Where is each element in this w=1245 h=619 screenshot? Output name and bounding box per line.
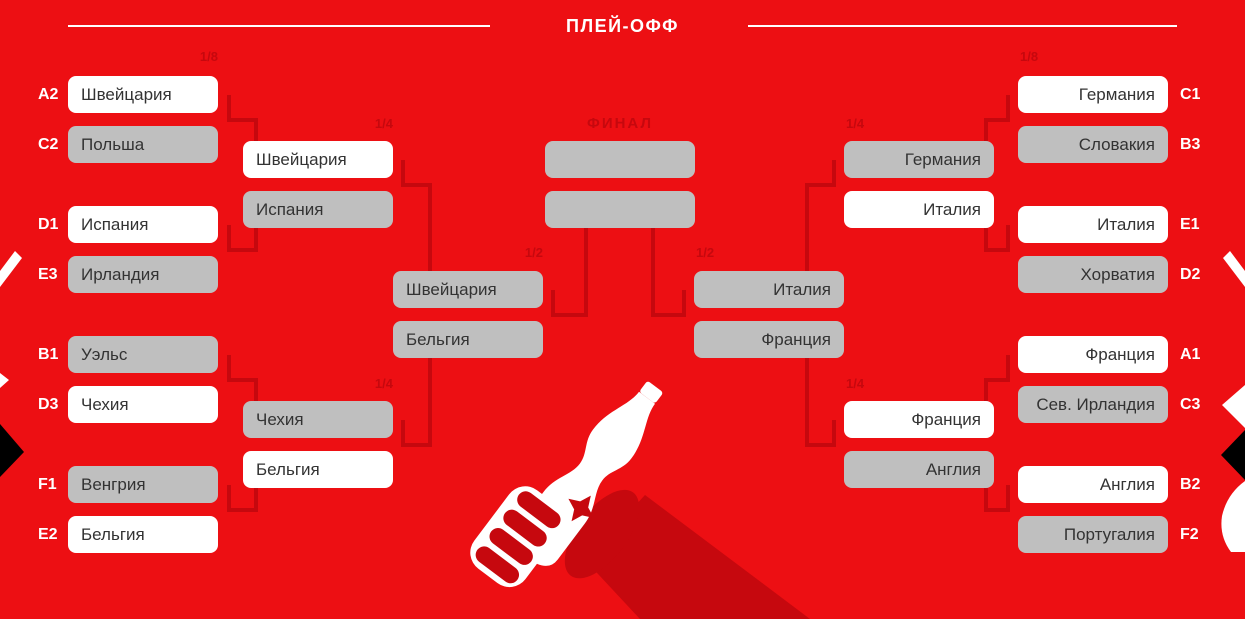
final-slot[interactable]: [545, 191, 695, 228]
arm-shadow: [585, 495, 810, 619]
fist-holding-cola-bottle-icon: [470, 381, 810, 619]
team-slot[interactable]: Бельгия: [393, 321, 543, 358]
team-slot[interactable]: Швейцария: [68, 76, 218, 113]
page-title: ПЛЕЙ-ОФФ: [566, 16, 679, 36]
seed-label: A2: [38, 86, 59, 103]
seed-label: E1: [1180, 216, 1200, 233]
seed-label: D3: [38, 396, 59, 413]
team-slot[interactable]: Испания: [68, 206, 218, 243]
team-slot[interactable]: Хорватия: [1018, 256, 1168, 293]
finger: [489, 528, 533, 565]
team-slot[interactable]: Англия: [1018, 466, 1168, 503]
bottle-swirl: [568, 495, 594, 522]
team-slot[interactable]: Швейцария: [393, 271, 543, 308]
black-wedge-icon: [1221, 430, 1245, 480]
seed-label: B3: [1180, 136, 1201, 153]
title-rule-right: [748, 25, 1177, 27]
black-wedge-icon: [0, 424, 24, 477]
seed-label: D1: [38, 216, 59, 233]
finger: [475, 546, 520, 584]
round-label-sf-left: 1/2: [524, 245, 543, 260]
seed-label: F2: [1180, 526, 1199, 543]
seed-label: A1: [1180, 346, 1201, 363]
team-slot[interactable]: Италия: [844, 191, 994, 228]
team-slot[interactable]: Венгрия: [68, 466, 218, 503]
hand-glove: [470, 486, 565, 588]
seed-label: F1: [38, 476, 57, 493]
team-slot[interactable]: Германия: [844, 141, 994, 178]
team-slot[interactable]: Уэльс: [68, 336, 218, 373]
fist-back: [564, 489, 640, 579]
team-slot[interactable]: Англия: [844, 451, 994, 488]
round-label-qf-left-bottom: 1/4: [374, 376, 393, 391]
round-label-qf-left-top: 1/4: [374, 116, 393, 131]
team-slot[interactable]: Польша: [68, 126, 218, 163]
team-slot[interactable]: Чехия: [68, 386, 218, 423]
white-curve-icon: [1221, 481, 1245, 552]
seed-label: B2: [1180, 476, 1201, 493]
team-slot[interactable]: Бельгия: [68, 516, 218, 553]
team-slot[interactable]: Испания: [243, 191, 393, 228]
team-slot[interactable]: Италия: [1018, 206, 1168, 243]
seed-label: C3: [1180, 396, 1201, 413]
white-arrow-icon: [0, 373, 9, 388]
seed-label: D2: [1180, 266, 1201, 283]
team-slot[interactable]: Швейцария: [243, 141, 393, 178]
team-slot[interactable]: Франция: [844, 401, 994, 438]
finger: [503, 509, 547, 547]
team-slot[interactable]: Сев. Ирландия: [1018, 386, 1168, 423]
team-slot[interactable]: Италия: [694, 271, 844, 308]
round-label-r16-left: 1/8: [199, 49, 218, 64]
round-label-final: ФИНАЛ: [587, 115, 653, 132]
team-slot[interactable]: Франция: [694, 321, 844, 358]
team-slot[interactable]: Бельгия: [243, 451, 393, 488]
bottle-cap: [640, 381, 663, 403]
seed-label: E2: [38, 526, 58, 543]
round-label-qf-right-top: 1/4: [846, 116, 865, 131]
team-slot[interactable]: Франция: [1018, 336, 1168, 373]
team-slot[interactable]: Ирландия: [68, 256, 218, 293]
team-slot[interactable]: Словакия: [1018, 126, 1168, 163]
title-rule-left: [68, 25, 490, 27]
team-slot[interactable]: Португалия: [1018, 516, 1168, 553]
bottle: [512, 391, 656, 566]
team-slot[interactable]: Чехия: [243, 401, 393, 438]
white-chevron-icon: [0, 251, 22, 287]
seed-label: E3: [38, 266, 58, 283]
white-arrow-icon: [1222, 385, 1245, 428]
seed-label: B1: [38, 346, 59, 363]
round-label-sf-right: 1/2: [696, 245, 715, 260]
white-chevron-icon: [1223, 251, 1245, 287]
final-slot[interactable]: [545, 141, 695, 178]
finger: [517, 491, 561, 529]
round-label-qf-right-bottom: 1/4: [846, 376, 865, 391]
seed-label: C1: [1180, 86, 1201, 103]
round-label-r16-right: 1/8: [1020, 49, 1039, 64]
seed-label: C2: [38, 136, 59, 153]
team-slot[interactable]: Германия: [1018, 76, 1168, 113]
